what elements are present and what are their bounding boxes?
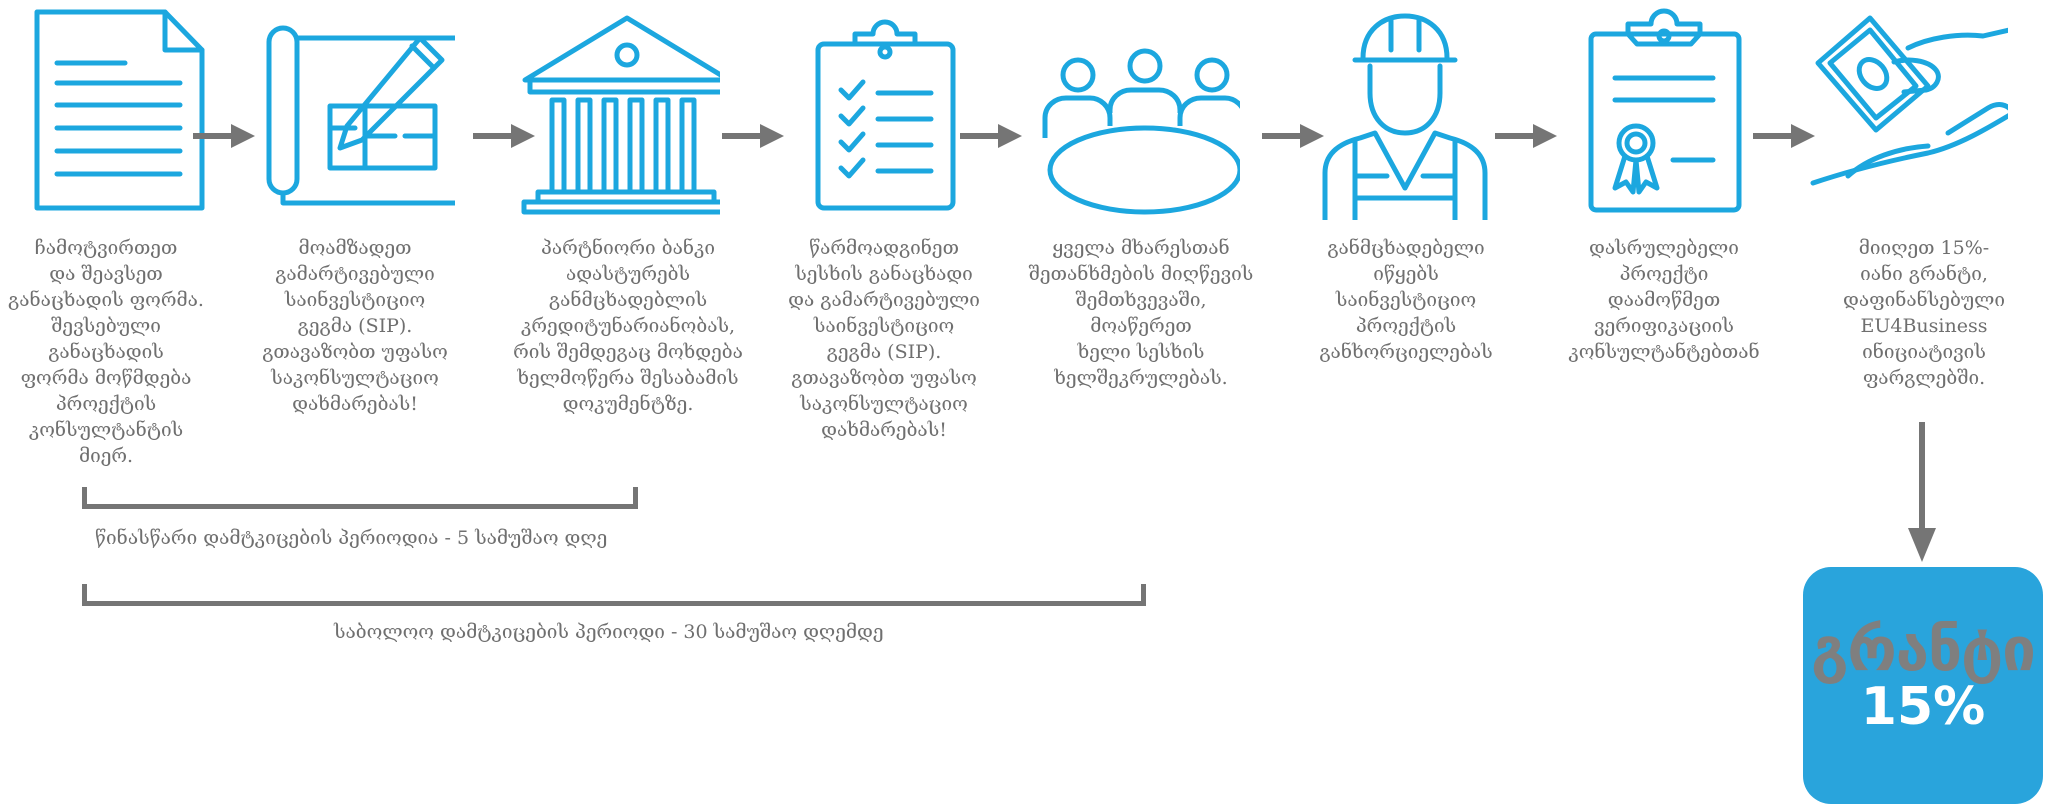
blueprint-pencil-icon <box>255 8 473 220</box>
grant-percent: 15% <box>1860 677 1986 737</box>
bank-icon <box>520 8 732 220</box>
down-arrow <box>1904 422 1940 562</box>
grant-box: გრანტი 15% <box>1803 567 2043 804</box>
flow-arrow <box>1753 122 1815 150</box>
final-period-label: საბოლოო დამტკიცების პერიოდი - 30 სამუშაო… <box>334 621 884 643</box>
meeting-table-icon <box>1040 8 1248 220</box>
certificate-clipboard-icon <box>1563 8 1763 220</box>
checklist-clipboard-icon <box>783 8 983 220</box>
flow-arrow <box>1262 122 1324 150</box>
flow-arrow <box>722 122 784 150</box>
flow-arrow <box>193 122 255 150</box>
final-period-bracket <box>82 584 1146 606</box>
preliminary-period-label: წინასწარი დამტკიცების პერიოდია - 5 სამუშ… <box>95 527 608 549</box>
preliminary-period-bracket <box>82 487 638 509</box>
flow-arrow <box>960 122 1022 150</box>
document-icon <box>20 8 220 220</box>
money-hand-icon <box>1808 8 2021 220</box>
flow-arrow <box>1495 122 1557 150</box>
worker-hardhat-icon <box>1305 8 1505 223</box>
grant-title: გრანტი <box>1811 615 2036 685</box>
flow-arrow <box>473 122 535 150</box>
